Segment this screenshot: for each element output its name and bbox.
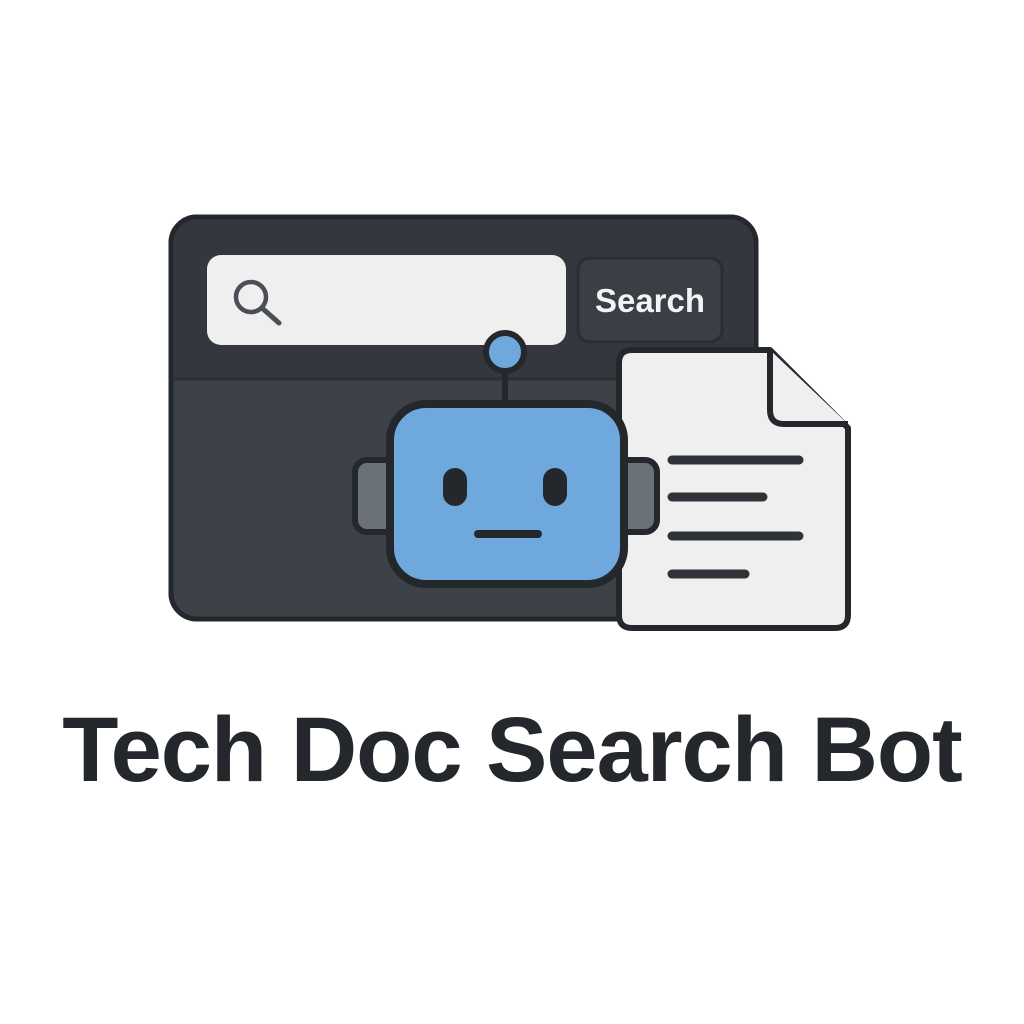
logo-illustration: Search [168,214,851,631]
search-button[interactable]: Search [576,256,724,344]
robot-icon [352,330,660,588]
search-input[interactable] [207,255,566,345]
app-title: Tech Doc Search Bot [62,699,963,801]
search-icon [233,279,282,326]
document-icon [616,347,851,631]
search-button-label: Search [595,282,705,319]
